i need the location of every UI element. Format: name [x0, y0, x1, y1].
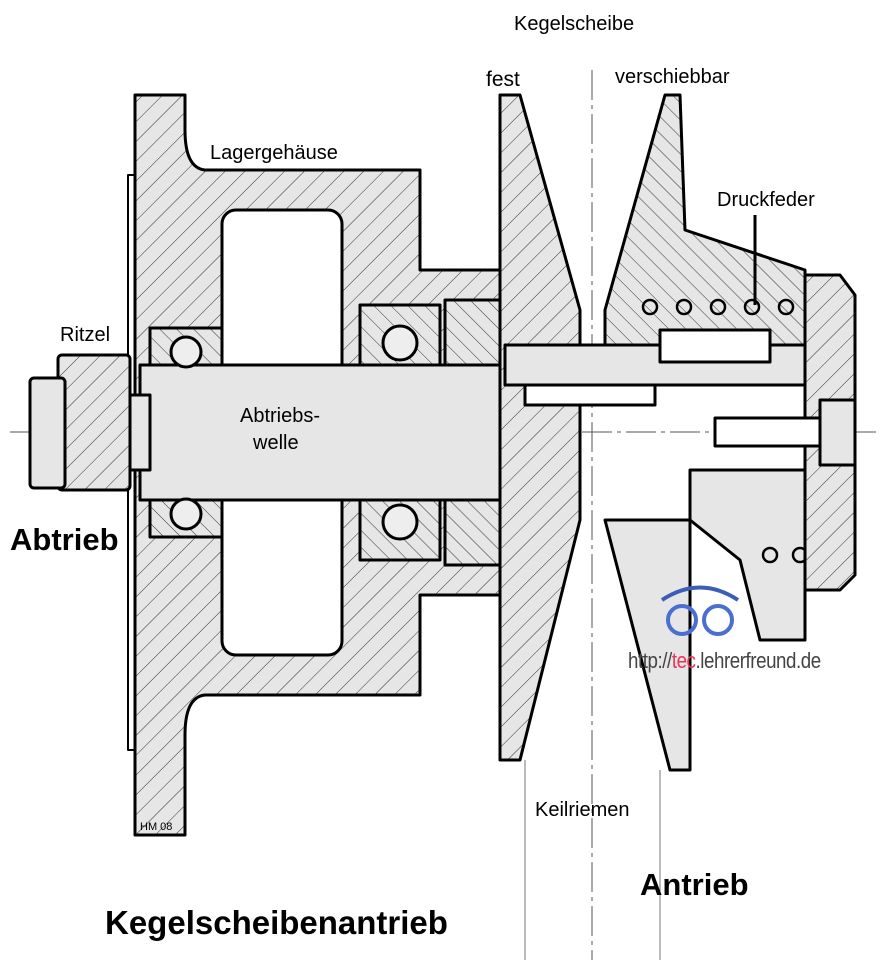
owl-logo-icon: [660, 585, 740, 636]
watermark-suffix: .lehrerfreund.de: [695, 648, 821, 673]
fixed-cone-disc: [498, 93, 582, 762]
label-keilriemen: Keilriemen: [535, 799, 630, 821]
pinion: [56, 353, 132, 492]
label-abtrieb: Abtrieb: [10, 522, 119, 557]
watermark-url: http://tec.lehrerfreund.de: [628, 648, 821, 674]
label-kegelscheibe: Kegelscheibe: [514, 13, 635, 35]
compression-spring: [641, 298, 809, 564]
label-abtriebswelle-1: Abtriebs-: [240, 405, 321, 427]
label-verschiebbar: verschiebbar: [615, 66, 730, 88]
movable-cone-disc: [603, 93, 807, 347]
watermark-prefix: http://: [628, 648, 672, 673]
label-druckfeder: Druckfeder: [717, 189, 815, 211]
diagram-title: Kegelscheibenantrieb: [105, 904, 448, 941]
output-shaft: [138, 363, 512, 502]
label-fest: fest: [486, 68, 520, 91]
label-abtriebswelle-2: welle: [253, 432, 299, 454]
label-antrieb: Antrieb: [640, 867, 749, 902]
bolt: [818, 398, 857, 467]
label-lagergehaeuse: Lagergehäuse: [210, 142, 338, 164]
signature: HM 08: [140, 821, 172, 833]
label-ritzel: Ritzel: [60, 324, 111, 346]
bearings: [148, 298, 502, 567]
watermark-highlight: tec: [671, 648, 696, 673]
